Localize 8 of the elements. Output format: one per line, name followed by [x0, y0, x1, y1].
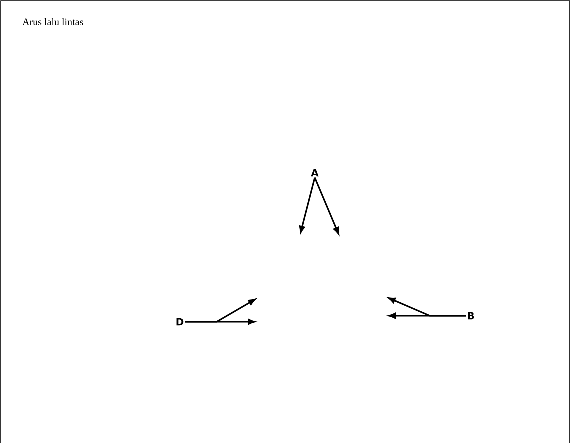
arrow: [299, 178, 316, 234]
point-label: D: [176, 318, 184, 326]
arrow: [185, 319, 256, 325]
point-label: A: [311, 169, 319, 177]
arrow: [314, 178, 340, 235]
point-label: B: [468, 312, 474, 320]
title: Arus lalu lintas: [22, 18, 84, 26]
arrow: [388, 313, 466, 319]
